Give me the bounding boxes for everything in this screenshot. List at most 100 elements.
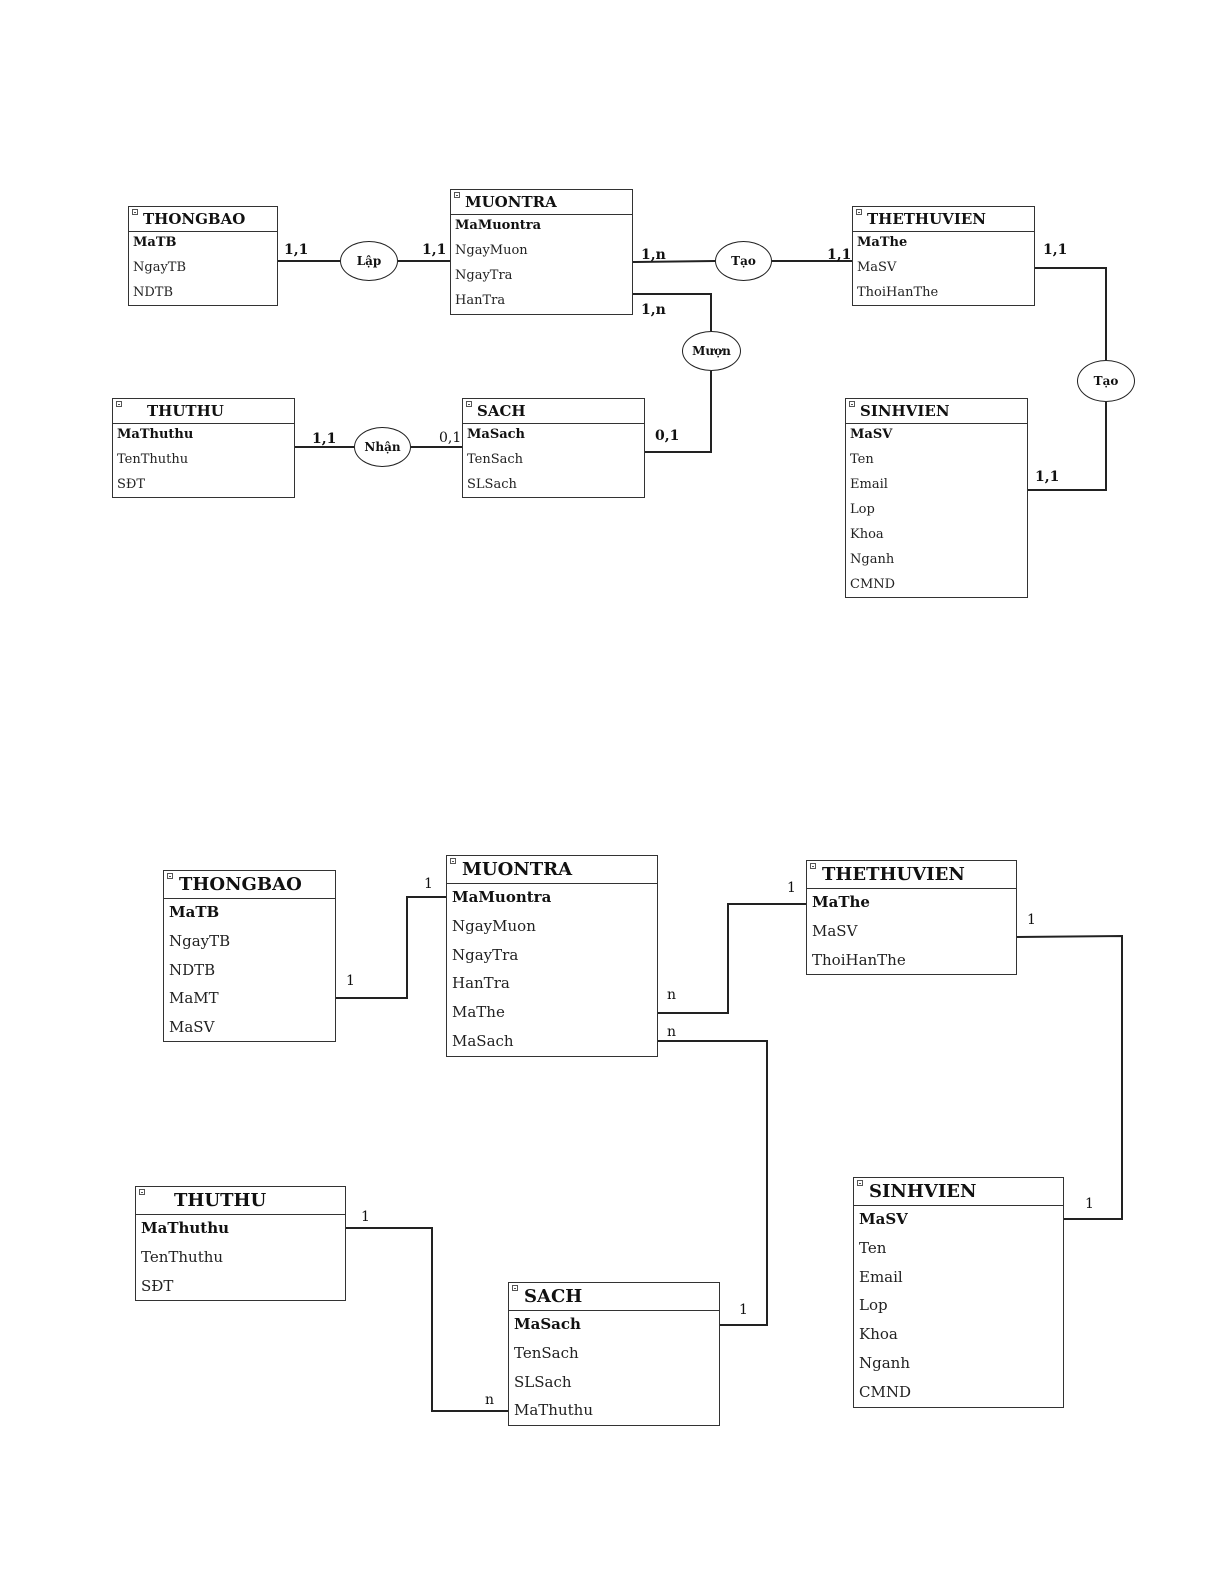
line-b-thuthu-sach — [346, 1227, 508, 1412]
entity-field: MaSach — [467, 427, 525, 442]
entity-field: TenThuthu — [117, 452, 189, 467]
entity-field: Ten — [859, 1238, 887, 1257]
entity-field: ThoiHanThe — [812, 950, 906, 969]
entity-field: Nganh — [859, 1353, 910, 1372]
relationship-lap[interactable]: Lập — [340, 241, 398, 281]
entity-field: Khoa — [850, 527, 884, 542]
relationship-tao[interactable]: Tạo — [715, 241, 772, 281]
entity-field: MaSach — [452, 1031, 514, 1050]
entity-title: THETHUVIEN — [867, 210, 986, 228]
line-b-muontra-sach — [658, 1040, 768, 1326]
entity-field: HanTra — [452, 974, 510, 993]
entity-title: THUTHU — [147, 402, 224, 420]
entity-title: MUONTRA — [462, 859, 573, 880]
line-b-muontra-thethuvien — [658, 903, 806, 1014]
entity-field: MaTB — [133, 235, 177, 250]
collapse-icon[interactable] — [856, 209, 862, 215]
entity-field: MaThuthu — [514, 1401, 593, 1420]
entity-title: MUONTRA — [465, 193, 557, 211]
cardinality-label: 1 — [787, 880, 796, 896]
entity-sach[interactable]: SACH MaSach TenSach SLSach — [462, 398, 645, 498]
entity-field: NgayMuon — [452, 916, 536, 935]
entity-field: SLSach — [514, 1372, 572, 1391]
entity-field: MaSV — [850, 427, 893, 442]
relationship-nhan[interactable]: Nhận — [354, 427, 411, 467]
entity-field: MaMuontra — [452, 888, 552, 906]
collapse-icon[interactable] — [116, 401, 122, 407]
line-b-thongbao-muontra — [336, 896, 446, 999]
cardinality-label: 1 — [424, 876, 433, 892]
line-muon-sach — [645, 371, 712, 453]
cardinality-label: 1 — [739, 1302, 748, 1318]
entity-sinhvien[interactable]: SINHVIEN MaSV Ten Email Lop Khoa Nganh C… — [845, 398, 1028, 598]
collapse-icon[interactable] — [512, 1285, 518, 1291]
cardinality-label: 1 — [346, 973, 355, 989]
line-thethuvien-tao2 — [1035, 267, 1107, 360]
relationship-tao-sinhvien[interactable]: Tạo — [1077, 360, 1135, 402]
entity-field: NDTB — [133, 285, 174, 300]
line-muontra-muon — [632, 293, 712, 331]
entity-thongbao[interactable]: THONGBAO MaTB NgayTB NDTB — [128, 206, 278, 306]
entity-field: MaThuthu — [141, 1219, 230, 1237]
entity-sach-table[interactable]: SACH MaSach TenSach SLSach MaThuthu — [508, 1282, 720, 1426]
entity-field: Nganh — [850, 552, 895, 567]
entity-field: Email — [850, 477, 888, 492]
entity-field: MaThe — [452, 1003, 505, 1022]
line-b-thethuvien-sinhvien — [1016, 934, 1123, 1220]
cardinality-label: 0,1 — [655, 428, 680, 444]
cardinality-label: 1,1 — [1035, 469, 1060, 485]
collapse-icon[interactable] — [450, 858, 456, 864]
entity-thuthu[interactable]: THUTHU MaThuthu TenThuthu SĐT — [112, 398, 295, 498]
collapse-icon[interactable] — [139, 1189, 145, 1195]
collapse-icon[interactable] — [810, 863, 816, 869]
entity-thethuvien-table[interactable]: THETHUVIEN MaThe MaSV ThoiHanThe — [806, 860, 1017, 975]
entity-title: THUTHU — [174, 1190, 267, 1211]
entity-field: TenSach — [514, 1343, 579, 1362]
entity-field: Lop — [859, 1296, 888, 1315]
entity-field: NgayTra — [455, 268, 513, 283]
entity-title: THONGBAO — [143, 210, 246, 228]
entity-field: NgayTB — [169, 931, 231, 950]
entity-field: MaMT — [169, 989, 219, 1008]
entity-field: MaSach — [514, 1315, 581, 1333]
cardinality-label: 1,1 — [312, 431, 337, 447]
collapse-icon[interactable] — [466, 401, 472, 407]
entity-field: MaSV — [859, 1210, 908, 1228]
relationship-muon[interactable]: Mượn — [682, 331, 741, 371]
cardinality-label: 1,1 — [422, 242, 447, 258]
entity-thongbao-table[interactable]: THONGBAO MaTB NgayTB NDTB MaMT MaSV — [163, 870, 336, 1042]
entity-field: NgayMuon — [455, 243, 528, 258]
entity-field: SĐT — [117, 477, 146, 492]
entity-field: CMND — [859, 1382, 911, 1401]
cardinality-label: 1 — [361, 1209, 370, 1225]
entity-thuthu-table[interactable]: THUTHU MaThuthu TenThuthu SĐT — [135, 1186, 346, 1301]
line-tao2-sinhvien — [1028, 402, 1107, 491]
cardinality-label: 0,1 — [439, 430, 462, 446]
entity-field: TenThuthu — [141, 1247, 224, 1266]
entity-title: THONGBAO — [179, 874, 302, 895]
entity-field: TenSach — [467, 452, 524, 467]
entity-field: Email — [859, 1267, 903, 1286]
collapse-icon[interactable] — [454, 192, 460, 198]
collapse-icon[interactable] — [849, 401, 855, 407]
entity-muontra[interactable]: MUONTRA MaMuontra NgayMuon NgayTra HanTr… — [450, 189, 633, 315]
cardinality-label: 1,n — [641, 247, 666, 263]
entity-field: NgayTra — [452, 945, 519, 964]
collapse-icon[interactable] — [167, 873, 173, 879]
entity-field: MaThe — [857, 235, 908, 250]
entity-field: MaMuontra — [455, 218, 542, 233]
entity-title: SINHVIEN — [869, 1181, 977, 1202]
entity-thethuvien[interactable]: THETHUVIEN MaThe MaSV ThoiHanThe — [852, 206, 1035, 306]
entity-sinhvien-table[interactable]: SINHVIEN MaSV Ten Email Lop Khoa Nganh C… — [853, 1177, 1064, 1408]
entity-field: MaSV — [857, 260, 897, 275]
entity-field: MaTB — [169, 903, 220, 921]
entity-field: MaSV — [169, 1018, 215, 1037]
cardinality-label: 1,1 — [1043, 242, 1068, 258]
cardinality-label: 1,n — [641, 302, 666, 318]
collapse-icon[interactable] — [857, 1180, 863, 1186]
entity-muontra-table[interactable]: MUONTRA MaMuontra NgayMuon NgayTra HanTr… — [446, 855, 658, 1057]
collapse-icon[interactable] — [132, 209, 138, 215]
entity-field: SLSach — [467, 477, 517, 492]
entity-field: CMND — [850, 577, 896, 592]
